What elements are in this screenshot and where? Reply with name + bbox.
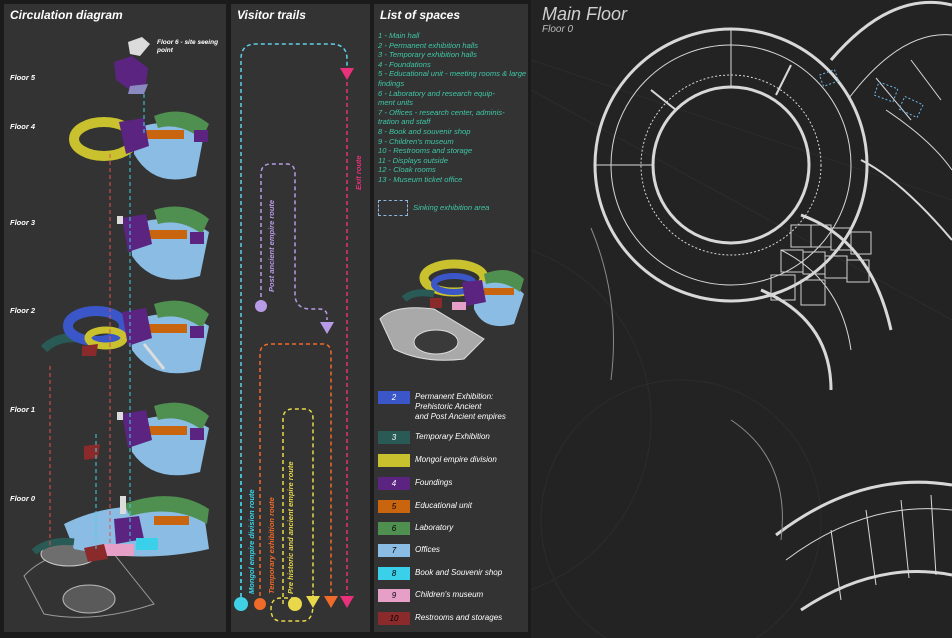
floor-plan-drawing: [531, 0, 952, 638]
axonometric-thumbnail: [379, 259, 524, 361]
legend-swatch: 3: [378, 431, 410, 444]
space-item: 6 - Laboratory and research equip- ment …: [378, 88, 495, 108]
legend-swatch: 6: [378, 522, 410, 535]
floor3-block: [117, 206, 209, 280]
floor1-block: [84, 402, 209, 476]
floor-label-5: Floor 5: [10, 73, 36, 82]
floor-label-2: Floor 2: [10, 306, 36, 315]
floor2-block: [40, 300, 209, 374]
space-item: 4 - Foundations: [378, 59, 431, 69]
floor-label-3: Floor 3: [10, 218, 36, 227]
sinking-area-label: Sinking exhibition area: [413, 203, 490, 212]
legend-label: Temporary Exhibition: [415, 432, 490, 441]
spaces-panel: List of spaces 1 - Main hall 2 - Permane…: [374, 4, 528, 632]
temporary-route-start: [254, 598, 266, 610]
floor6-note: Floor 6 - site seeing point: [157, 39, 219, 54]
temporary-route-path: [259, 343, 332, 596]
space-item: 2 - Permanent exhibition halls: [378, 40, 479, 50]
visitor-trails-drawing: [234, 43, 354, 622]
floor-label-1: Floor 1: [10, 405, 36, 414]
prehistoric-route-start: [288, 597, 302, 611]
legend-label: Offices: [415, 545, 440, 554]
legend-label: Foundings: [415, 478, 453, 487]
space-item: 1 - Main hall: [378, 31, 420, 40]
exit-route-arrow-bottom: [340, 596, 354, 608]
legend-swatch: 2: [378, 391, 410, 404]
post-ancient-route-arrow: [320, 322, 334, 334]
legend-label: Restrooms and storages: [415, 613, 503, 622]
prehistoric-route-arrow: [306, 596, 320, 608]
space-item: 5 - Educational unit - meeting rooms & l…: [378, 69, 527, 88]
sinking-area-swatch: [378, 200, 408, 216]
floor5-block: [114, 56, 148, 94]
circulation-lines: [49, 94, 145, 549]
visitor-trails-panel: Visitor trails Exit route Post ancient e…: [231, 4, 370, 632]
legend-swatch: 9: [378, 589, 410, 602]
prehistoric-route-label: Pre historic and ancient empire route: [286, 461, 295, 594]
main-floor-subtitle: Floor 0: [542, 24, 574, 35]
exit-route-label: Exit route: [354, 155, 363, 190]
space-item: 9 - Children's museum: [378, 136, 454, 146]
legend-label: Permanent Exhibition: Prehistoric Ancien…: [415, 392, 506, 421]
exit-route-arrow-top: [340, 68, 354, 80]
space-item: 13 - Museum ticket office: [378, 174, 463, 184]
main-floor-title: Main Floor: [542, 4, 628, 24]
circulation-title: Circulation diagram: [10, 8, 123, 22]
space-item: 3 - Temporary exhibition halls: [378, 50, 477, 60]
legend-swatch: 8: [378, 567, 410, 580]
prehistoric-route-path: [270, 408, 314, 622]
legend-swatch: 7: [378, 544, 410, 557]
temporary-route-label: Temporary exhibition route: [267, 497, 276, 594]
legend-swatch: [378, 454, 410, 467]
legend-label: Mongol empire division: [415, 455, 497, 464]
floor-label-4: Floor 4: [10, 122, 36, 131]
space-item: 7 - Offices - research center, adminis- …: [378, 107, 505, 127]
circulation-panel: Circulation diagram Floor 6 - site seein…: [4, 4, 226, 632]
legend-label: Children's museum: [415, 590, 484, 599]
space-item: 12 - Cloak rooms: [378, 165, 436, 175]
legend-label: Educational unit: [415, 501, 472, 510]
visitor-trails-title: Visitor trails: [237, 8, 306, 22]
mongol-route-start: [234, 597, 248, 611]
space-item: 8 - Book and souvenir shop: [378, 126, 471, 136]
space-item: 10 - Restrooms and storage: [378, 146, 473, 156]
legend-label: Book and Souvenir shop: [415, 568, 503, 577]
temporary-route-arrow: [324, 596, 338, 608]
post-ancient-route-start: [255, 300, 267, 312]
legend-swatch: 4: [378, 477, 410, 490]
spaces-list: 1 - Main hall 2 - Permanent exhibition h…: [378, 31, 528, 185]
legend-label: Laboratory: [415, 523, 454, 532]
legend-swatch: 5: [378, 500, 410, 513]
spaces-title: List of spaces: [380, 8, 461, 22]
floor6-block: [128, 37, 150, 56]
post-ancient-route-path: [260, 163, 328, 320]
post-ancient-route-label: Post ancient empire route: [267, 199, 276, 292]
legend-swatch: 10: [378, 612, 410, 625]
floor0-block: [23, 496, 209, 618]
main-floor-plan: Main Floor Floor 0: [531, 0, 952, 638]
floor4-block: [69, 111, 209, 180]
floor-label-0: Floor 0: [10, 494, 36, 503]
mongol-route-label: Mongol empire division route: [247, 489, 256, 594]
circulation-drawing: [23, 37, 209, 618]
space-item: 11 - Displays outside: [378, 155, 448, 165]
